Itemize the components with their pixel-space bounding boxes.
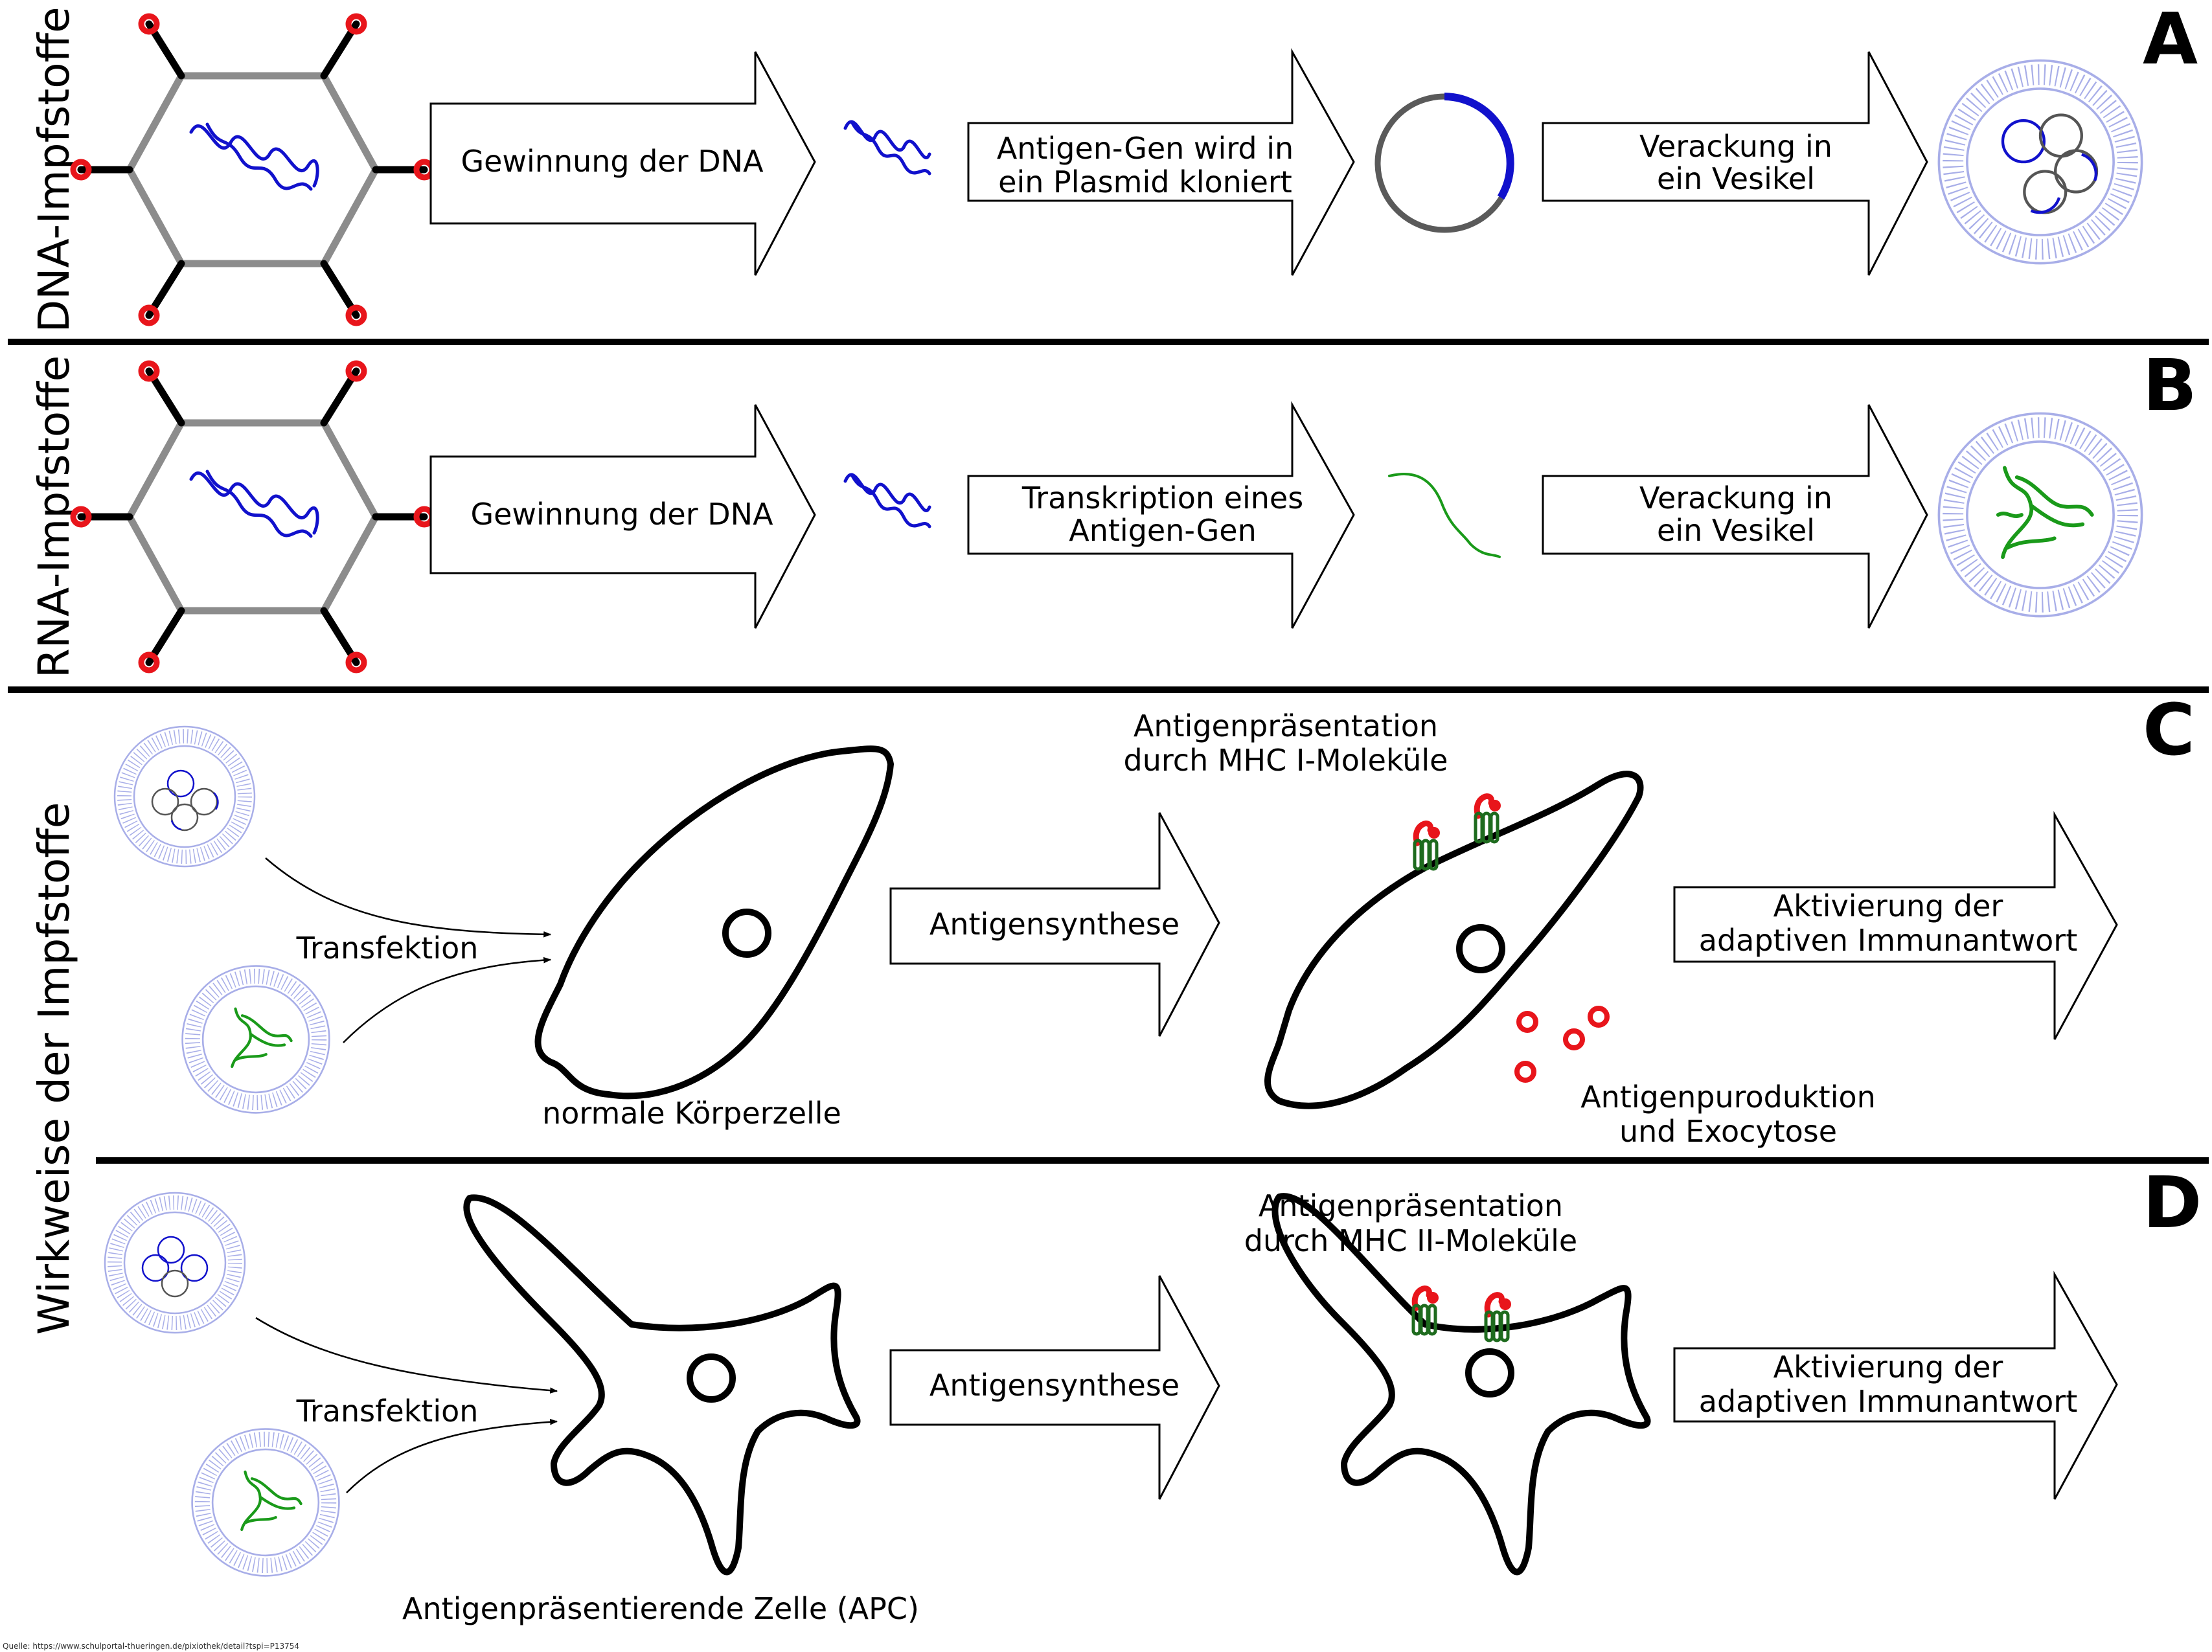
exocytosis-label: Antigenpuroduktion [1580, 1080, 1876, 1115]
arrow-label: Verackung in [1639, 129, 1832, 164]
process-arrow [1542, 404, 1928, 629]
presenting-somatic-cell [1264, 771, 1644, 1109]
transfection-arrow [346, 1418, 558, 1493]
virus-icon [73, 363, 432, 670]
arrow-label: Verackung in [1639, 481, 1832, 515]
panel-a: Gewinnung der DNA Antigen-Gen wird in ei… [73, 16, 2142, 323]
arrow-label: Antigen-Gen [1069, 513, 1256, 548]
presentation-label: durch MHC II-Moleküle [1244, 1223, 1577, 1258]
presentation-label: Antigenpräsentation [1134, 708, 1438, 743]
arrow-label: ein Vesikel [1657, 161, 1815, 196]
antigen-presenting-cell [463, 1194, 861, 1576]
panel-c: Transfektion normale Körperzelle Antigen… [115, 708, 2118, 1149]
process-arrow [1542, 51, 1928, 276]
arrow-label: adaptiven Immunantwort [1699, 1384, 2077, 1419]
plasmid-icon [1374, 93, 1514, 233]
presenting-apc-cell [1271, 1193, 1651, 1576]
transfection-arrow [265, 857, 552, 938]
cell-label: normale Körperzelle [542, 1096, 841, 1131]
process-arrow [1673, 811, 2118, 1040]
virus-icon [73, 16, 432, 323]
mrna-strand-icon [1388, 472, 1501, 558]
panel-d: Transfektion Antigenpräsentierende Zelle… [105, 1188, 2118, 1626]
mhc-i-molecule-icon [1476, 797, 1501, 842]
process-arrow [967, 401, 1355, 629]
dna-vesicle-icon [105, 1193, 245, 1333]
cell-nucleus [687, 1353, 736, 1403]
transfection-arrow [255, 1317, 558, 1394]
vesicle-with-plasmids-icon [1939, 60, 2141, 263]
antigen-particles-icon [1514, 1006, 1610, 1083]
arrow-label: Aktivierung der [1773, 1350, 2003, 1385]
transfection-label: Transfektion [296, 1394, 479, 1429]
mhc-i-molecule-icon [1415, 824, 1440, 869]
dna-strand-icon [845, 122, 929, 174]
arrow-label: Aktivierung der [1773, 888, 2003, 923]
process-arrow [1673, 1271, 2118, 1500]
vesicle-with-mrna-icon [1939, 413, 2141, 616]
arrow-label: Antigensynthese [929, 907, 1180, 942]
transfection-arrow [343, 956, 552, 1043]
presentation-label: durch MHC I-Moleküle [1124, 743, 1448, 778]
arrow-label: Antigen-Gen wird in [997, 131, 1294, 166]
arrow-label: Transkription eines [1021, 481, 1303, 515]
mrna-vesicle-icon [183, 966, 330, 1113]
panel-letter-d: D [2143, 1161, 2202, 1244]
source-note: Quelle: https://www.schulportal-thuering… [3, 1642, 299, 1651]
arrow-label: Gewinnung der DNA [461, 144, 764, 179]
cell-nucleus [1456, 924, 1505, 973]
dna-strand-icon [845, 475, 929, 526]
process-arrow [429, 51, 816, 276]
process-arrow [967, 48, 1355, 276]
dna-vesicle-icon [115, 727, 255, 866]
arrow-label: ein Plasmid kloniert [998, 164, 1292, 199]
arrow-label: ein Vesikel [1657, 513, 1815, 548]
process-arrow [889, 1275, 1220, 1500]
cell-nucleus [722, 909, 771, 958]
transfection-label: Transfektion [296, 931, 479, 966]
exocytosis-label: und Exocytose [1619, 1114, 1837, 1149]
arrow-label: adaptiven Immunantwort [1699, 923, 2077, 958]
mrna-vesicle-icon [192, 1429, 339, 1576]
process-arrow [429, 404, 816, 629]
side-label-mechanism: Wirkweise der Impfstoffe [29, 802, 79, 1335]
panel-b: Gewinnung der DNA Transkription eines An… [73, 363, 2142, 670]
arrow-label: Gewinnung der DNA [470, 497, 773, 532]
mhc-ii-molecule-icon [1413, 1289, 1439, 1334]
process-arrow [889, 812, 1220, 1037]
panel-letter-c: C [2143, 688, 2195, 771]
cell-label: Antigenpräsentierende Zelle (APC) [402, 1591, 919, 1626]
somatic-cell [534, 745, 894, 1100]
panel-letter-a: A [2143, 0, 2198, 80]
arrow-label: Antigensynthese [929, 1368, 1180, 1403]
mhc-ii-molecule-icon [1486, 1295, 1511, 1341]
cell-nucleus [1465, 1348, 1514, 1397]
panel-letter-b: B [2143, 344, 2197, 427]
